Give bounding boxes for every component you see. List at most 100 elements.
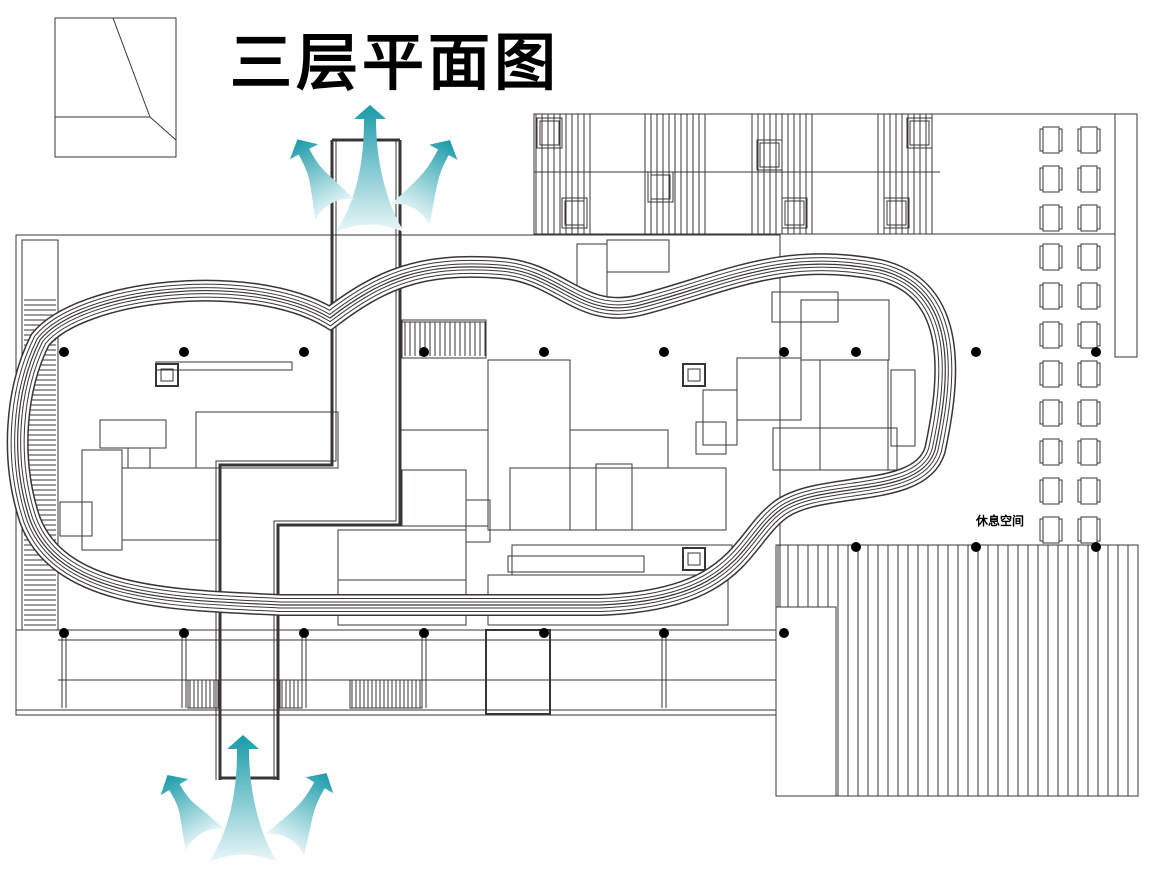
interior-room (736, 357, 802, 421)
column-dot (659, 347, 669, 357)
chair-icon (1042, 165, 1060, 193)
column-layer (59, 347, 1101, 638)
chair-arm (1039, 323, 1044, 347)
step-landing-inner (539, 120, 560, 146)
track-layer (6, 253, 957, 616)
column-box-inner (160, 368, 174, 382)
chair-arm (1058, 206, 1063, 230)
chair-arm (1096, 323, 1101, 347)
entrance-arrow-icon (390, 139, 458, 226)
chair-arm (1077, 245, 1082, 269)
step-landing (756, 139, 783, 171)
chair-arm (1058, 362, 1063, 386)
chair-arm (1039, 128, 1044, 152)
chair-arm (1058, 128, 1063, 152)
column-dot (179, 628, 189, 638)
interior-room (771, 291, 839, 323)
interior-room (819, 359, 889, 471)
arrow-shape (160, 775, 225, 851)
interior-room (465, 499, 491, 543)
column-box (682, 547, 706, 571)
arrow-shape (209, 735, 277, 862)
chair-icon (1080, 243, 1098, 271)
stair-room (485, 629, 551, 715)
rest-area-wall (1114, 113, 1138, 358)
chair-arm (1039, 401, 1044, 425)
interior-room (399, 429, 489, 527)
column-dot (539, 628, 549, 638)
chair-arm (1096, 167, 1101, 191)
step-landing-inner (886, 200, 907, 226)
chair-arm (1058, 440, 1063, 464)
chair-icon (1042, 321, 1060, 349)
arrow-shape (289, 139, 355, 221)
entrance-arrow-icon (265, 773, 334, 856)
interior-room (595, 463, 633, 531)
column-dot (971, 347, 981, 357)
column-dot (299, 347, 309, 357)
step-landing-inner (909, 120, 930, 146)
chair-icon (1080, 516, 1098, 544)
chair-arm (1096, 479, 1101, 503)
entrance-arrow-icon (160, 775, 225, 851)
column-dot (851, 347, 861, 357)
chair-icon (1080, 126, 1098, 154)
lower-deck-room (775, 606, 837, 797)
chair-arm (1077, 284, 1082, 308)
chair-arm (1077, 518, 1082, 542)
chair-arm (1096, 128, 1101, 152)
column-dot (779, 628, 789, 638)
chair-icon (1042, 360, 1060, 388)
chair-arm (1058, 518, 1063, 542)
step-landing (647, 171, 674, 203)
chair-arm (1096, 206, 1101, 230)
chair-arm (1096, 440, 1101, 464)
chair-arm (1058, 167, 1063, 191)
chair-arm (1077, 323, 1082, 347)
step-landing-inner (650, 174, 671, 200)
entrance-arrow-icon (289, 139, 355, 221)
column-dot (419, 628, 429, 638)
chair-arm (1039, 362, 1044, 386)
interior-room (569, 429, 669, 469)
column-dot (971, 542, 981, 552)
interior-room (195, 411, 339, 469)
base-layer (15, 17, 1139, 797)
column-dot (1091, 542, 1101, 552)
stair-box (279, 679, 303, 709)
chair-arm (1058, 245, 1063, 269)
corridor-wall (218, 140, 402, 780)
track-lane (15, 261, 948, 608)
column-dot (851, 542, 861, 552)
column-box (155, 363, 179, 387)
track-lane (10, 257, 953, 612)
chair-arm (1039, 167, 1044, 191)
key-plan-line (149, 116, 177, 141)
chair-arm (1039, 206, 1044, 230)
chair-icon (1080, 360, 1098, 388)
column-dot (539, 347, 549, 357)
column-dot (59, 347, 69, 357)
column-box (682, 363, 706, 387)
interior-room (401, 469, 467, 527)
arrow-layer (160, 105, 458, 862)
interior-room (800, 299, 890, 361)
chair-arm (1077, 479, 1082, 503)
plan-title: 三层平面图 (230, 26, 561, 99)
arrow-shape (265, 773, 334, 856)
interior-room (772, 427, 898, 471)
upper-deck-outline (533, 113, 1116, 235)
step-landing-inner (759, 142, 780, 168)
column-dot (299, 628, 309, 638)
column-dot (419, 347, 429, 357)
chair-arm (1096, 518, 1101, 542)
column-dot (179, 347, 189, 357)
track-lane (17, 263, 946, 606)
chair-icon (1080, 321, 1098, 349)
rest-area-label: 休息空间 (976, 514, 1025, 528)
chair-icon (1080, 438, 1098, 466)
interior-room (702, 389, 738, 446)
step-landing-inner (564, 200, 585, 226)
chair-icon (1080, 204, 1098, 232)
